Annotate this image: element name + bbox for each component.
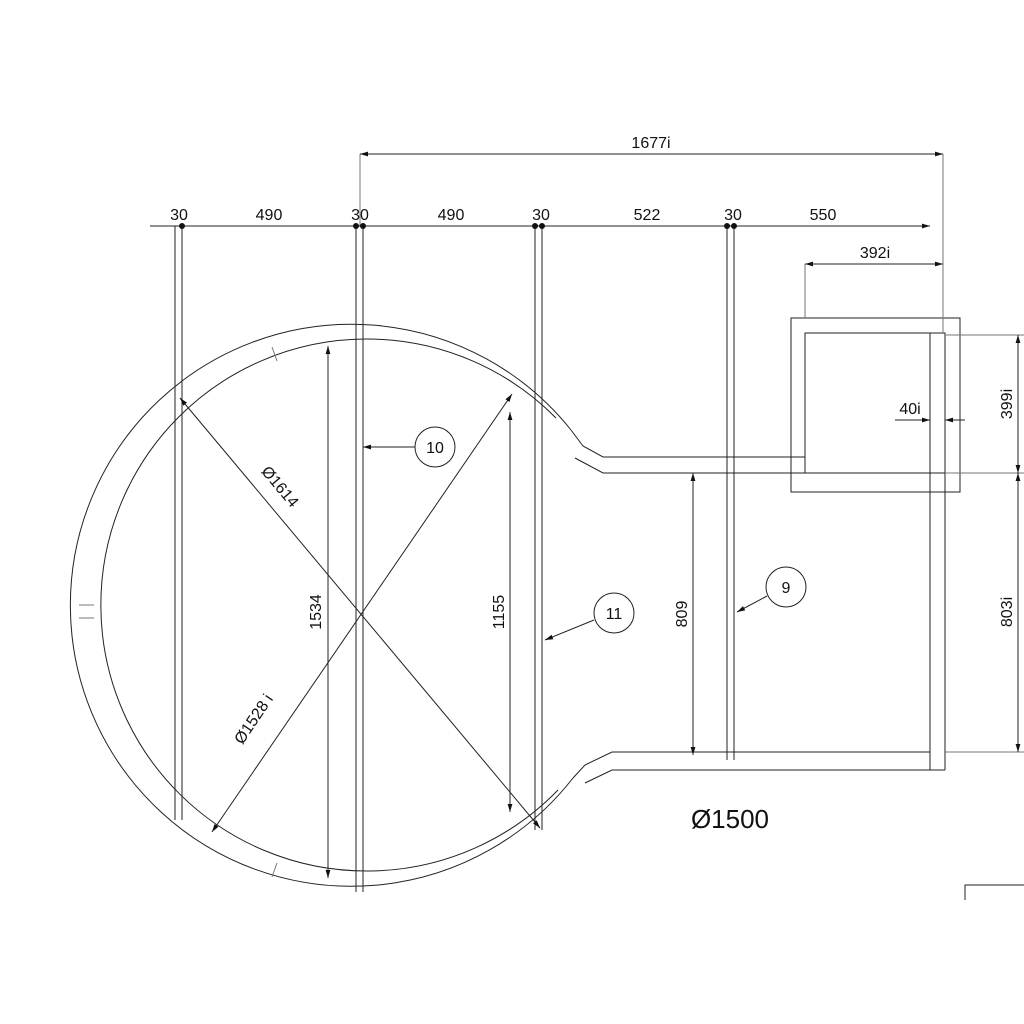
rails: [174, 154, 1024, 900]
pipe-outline: [570, 317, 961, 784]
callout-9: 9: [736, 566, 807, 613]
dimension-lines: [150, 151, 1021, 878]
dim-pipe-height: 803i: [999, 597, 1016, 627]
dim-overall-width: 1677i: [631, 135, 670, 152]
svg-text:11: 11: [606, 606, 623, 623]
dim-spacing: 30: [532, 207, 550, 224]
dim-pipe-opening: 809: [674, 601, 691, 628]
callout-11: 11: [544, 592, 635, 641]
dim-inner-height-2: 1155: [491, 595, 508, 630]
dim-spacing: 490: [256, 207, 283, 224]
svg-text:9: 9: [782, 580, 791, 597]
dim-inner-diameter: Ø1528 i: [232, 691, 277, 747]
svg-text:10: 10: [426, 440, 444, 457]
pipe-diameter-label: Ø1500: [691, 804, 769, 834]
callout-10: 10: [363, 426, 456, 468]
dim-wall-thickness: 40i: [899, 401, 920, 418]
tank-outline: [69, 323, 574, 887]
dim-spacing: 490: [438, 207, 465, 224]
dim-box-width: 392i: [860, 245, 890, 262]
dim-inner-height: 1534: [308, 594, 325, 630]
dim-spacing: 30: [351, 207, 369, 224]
dim-spacing: 30: [170, 207, 188, 224]
dim-spacing: 30: [724, 207, 742, 224]
dim-spacing: 522: [634, 207, 661, 224]
dim-box-height: 399i: [999, 389, 1016, 419]
dim-spacing: 550: [810, 207, 837, 224]
dim-outer-diameter: Ø1614: [257, 463, 301, 511]
